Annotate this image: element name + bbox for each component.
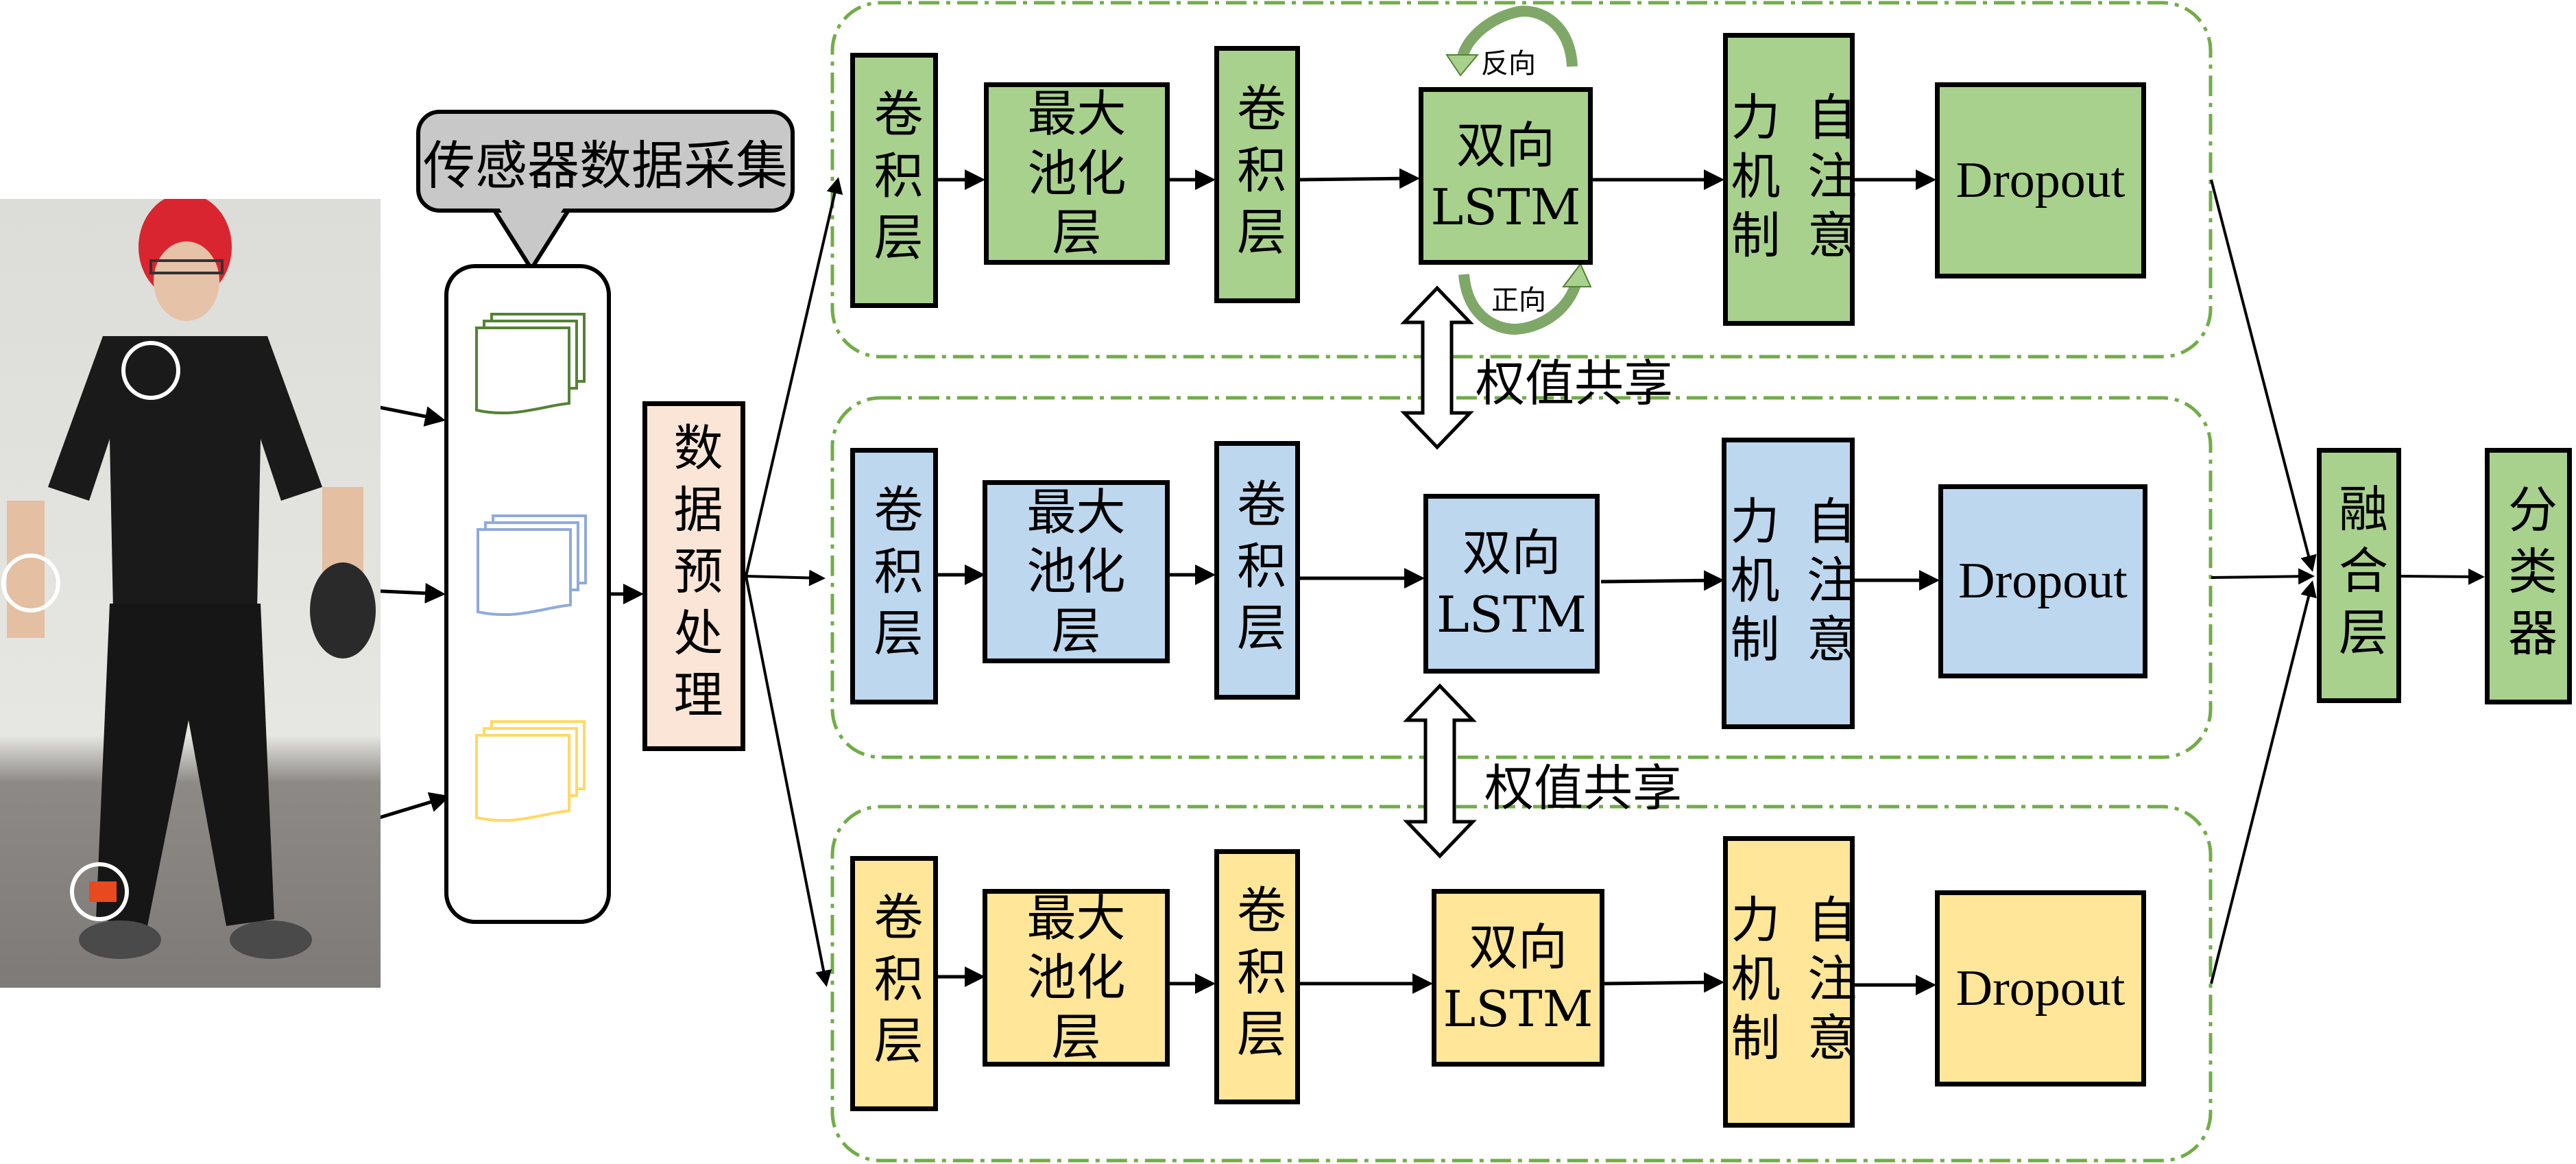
bottom-conv2-label: 卷积层 bbox=[1228, 884, 1286, 1069]
branch-group-bottom bbox=[830, 805, 2213, 1163]
shoulder-sensor-marker bbox=[121, 341, 180, 400]
data-preprocess-box: 数据预处理 bbox=[642, 401, 745, 751]
top-conv-layer-1: 卷积层 bbox=[850, 53, 938, 308]
branch-group-middle bbox=[830, 396, 2213, 759]
forward-curve-arrowhead-icon bbox=[1561, 263, 1592, 287]
top-conv2-label: 卷积层 bbox=[1228, 82, 1286, 268]
ankle-sensor-marker bbox=[70, 862, 129, 921]
arrow-middle-to-fusion bbox=[2211, 568, 2315, 585]
middle-lstm-line2: LSTM bbox=[1436, 586, 1587, 643]
middle-bilstm-block: 双向 LSTM bbox=[1423, 494, 1600, 674]
forward-curve-arrow-icon bbox=[1458, 274, 1582, 335]
bottom-branch-arrows bbox=[938, 966, 1936, 995]
arrow-top-to-fusion bbox=[2210, 179, 2317, 572]
bottom-dropout-label: Dropout bbox=[1955, 960, 2126, 1017]
bottom-conv-layer-2: 卷积层 bbox=[1214, 849, 1300, 1104]
middle-dropout-block: Dropout bbox=[1938, 484, 2147, 678]
bottom-conv-layer-1: 卷积层 bbox=[850, 856, 938, 1111]
arrow-preprocess-to-bottom bbox=[745, 575, 832, 987]
classifier-label: 分类器 bbox=[2499, 484, 2557, 669]
fusion-label: 融合层 bbox=[2330, 483, 2388, 668]
middle-attention-label: 自注意力机制 bbox=[1722, 495, 1856, 672]
weight-sharing-label-2: 权值共享 bbox=[1484, 759, 1683, 817]
arrow-preprocess-to-middle bbox=[745, 569, 826, 586]
top-pool-label: 最大池化层 bbox=[1027, 85, 1127, 262]
middle-conv1-label: 卷积层 bbox=[865, 484, 923, 669]
forward-direction-label: 正向 bbox=[1491, 285, 1546, 316]
sensor-data-collection-title: 传感器数据采集 bbox=[416, 110, 795, 213]
bottom-maxpool-layer: 最大池化层 bbox=[983, 889, 1170, 1067]
middle-maxpool-layer: 最大池化层 bbox=[983, 480, 1170, 663]
middle-pool-label: 最大池化层 bbox=[1026, 483, 1126, 660]
bottom-bilstm-block: 双向 LSTM bbox=[1432, 889, 1604, 1067]
subject-figure bbox=[1, 199, 376, 959]
fusion-layer-block: 融合层 bbox=[2317, 448, 2401, 703]
bottom-self-attention-block: 自注意力机制 bbox=[1722, 836, 1857, 1128]
title-text: 传感器数据采集 bbox=[423, 135, 788, 196]
top-branch-arrows bbox=[938, 168, 1936, 190]
top-dropout-label: Dropout bbox=[1955, 152, 2126, 209]
wrist-sensor-marker bbox=[1, 554, 60, 613]
preprocess-label: 数据预处理 bbox=[665, 422, 723, 731]
arrow-fusion-to-classifier bbox=[2400, 568, 2485, 585]
sensor-data-panel bbox=[444, 264, 611, 924]
top-attention-label: 自注意力机制 bbox=[1722, 91, 1857, 268]
bottom-dropout-block: Dropout bbox=[1935, 890, 2146, 1086]
bottom-conv1-label: 卷积层 bbox=[865, 891, 923, 1076]
arrow-preprocess-to-top bbox=[745, 177, 843, 577]
bottom-pool-label: 最大池化层 bbox=[1026, 889, 1126, 1066]
bottom-lstm-line1: 双向 bbox=[1468, 918, 1567, 976]
classifier-block: 分类器 bbox=[2485, 448, 2572, 704]
middle-lstm-line1: 双向 bbox=[1462, 524, 1561, 582]
top-lstm-line1: 双向 bbox=[1456, 116, 1555, 174]
reverse-curve-arrowhead-icon bbox=[1445, 54, 1480, 77]
top-maxpool-layer: 最大池化层 bbox=[984, 82, 1170, 265]
weight-sharing-arrow-2 bbox=[1403, 683, 1477, 859]
top-dropout-block: Dropout bbox=[1935, 82, 2146, 278]
middle-branch-arrows bbox=[938, 565, 1940, 591]
arrow-bottom-to-fusion bbox=[2210, 580, 2317, 984]
subject-photo bbox=[0, 199, 381, 988]
weight-sharing-arrow-1 bbox=[1400, 285, 1474, 450]
reverse-direction-label: 反向 bbox=[1481, 48, 1536, 80]
bottom-lstm-line2: LSTM bbox=[1443, 979, 1593, 1038]
reverse-curve-arrow-icon bbox=[1456, 5, 1578, 67]
top-bilstm-block: 双向 LSTM bbox=[1419, 87, 1593, 265]
weight-sharing-label-1: 权值共享 bbox=[1476, 355, 1674, 412]
top-conv1-label: 卷积层 bbox=[865, 88, 923, 273]
middle-dropout-label: Dropout bbox=[1958, 553, 2128, 609]
middle-conv-layer-1: 卷积层 bbox=[850, 448, 938, 704]
middle-self-attention-block: 自注意力机制 bbox=[1722, 438, 1856, 729]
bottom-attention-label: 自注意力机制 bbox=[1722, 893, 1857, 1071]
top-conv-layer-2: 卷积层 bbox=[1214, 46, 1300, 303]
top-self-attention-block: 自注意力机制 bbox=[1722, 33, 1857, 326]
middle-conv-layer-2: 卷积层 bbox=[1214, 441, 1300, 700]
middle-conv2-label: 卷积层 bbox=[1228, 477, 1286, 663]
top-lstm-line2: LSTM bbox=[1430, 178, 1581, 236]
